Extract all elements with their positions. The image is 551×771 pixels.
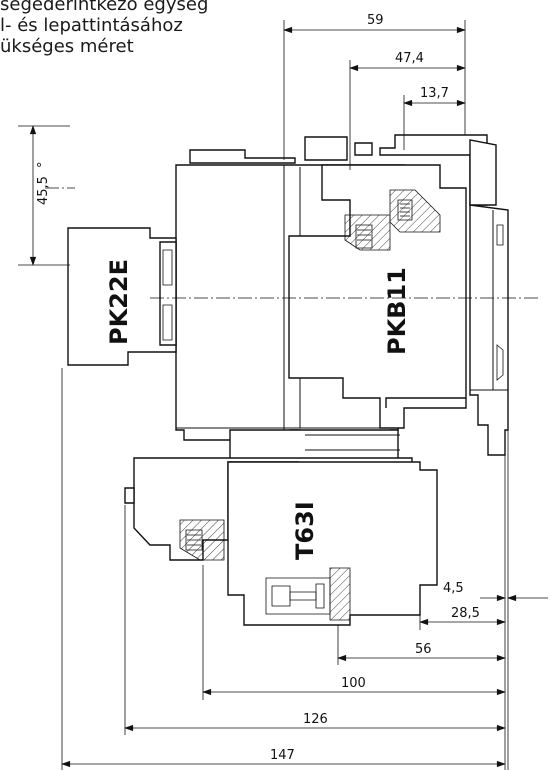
dim-126: 126 — [303, 712, 328, 727]
dim-47-4: 47,4 — [395, 51, 424, 66]
module-labels: PK22E PKB11 T63I — [105, 259, 411, 560]
module-pk22e — [67, 227, 177, 366]
label-pk22e: PK22E — [105, 259, 133, 345]
dim-28-5: 28,5 — [451, 606, 480, 621]
caption: segédérintkező egység l- és lepattintásá… — [0, 0, 208, 57]
dim-56: 56 — [415, 642, 432, 657]
dimension-labels: 59 47,4 13,7 45,5 ° 4,5 28,5 56 100 126 … — [36, 13, 480, 763]
extension-lines — [18, 20, 509, 770]
module-t63i — [124, 457, 438, 626]
degree-mark: ° — [36, 162, 51, 169]
label-t63i: T63I — [291, 501, 319, 560]
dim-100: 100 — [341, 676, 366, 691]
dim-4-5: 4,5 — [443, 581, 464, 596]
dim-147: 147 — [270, 748, 295, 763]
terminal-screws — [179, 189, 441, 621]
label-pkb11: PKB11 — [383, 267, 411, 355]
dim-45-5: 45,5 — [36, 176, 51, 205]
caption-line-1: segédérintkező egység — [0, 0, 209, 15]
dimension-lines — [29, 26, 548, 768]
dim-13-7: 13,7 — [420, 86, 449, 101]
caption-line-2: l- és lepattintásához — [0, 15, 183, 36]
caption-line-3: ükséges méret — [0, 36, 134, 57]
dim-59: 59 — [367, 13, 384, 28]
